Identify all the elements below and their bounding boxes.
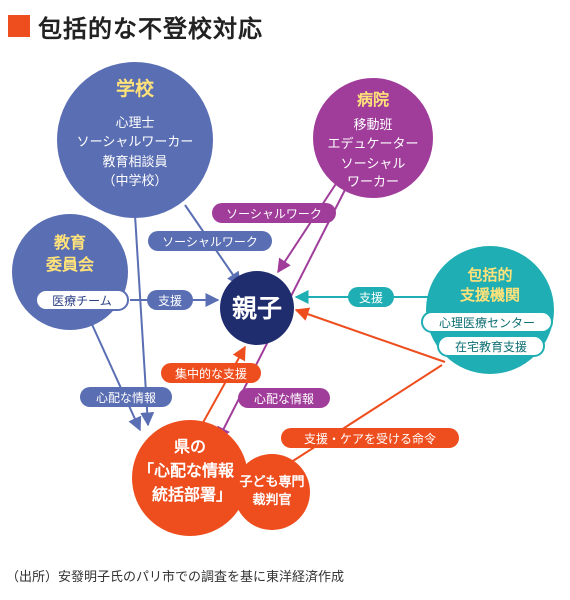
arrow-label-pills: ソーシャルワーク ソーシャルワーク 支援 支援 集中的な支援 心配な情報 心配な… — [80, 203, 459, 448]
school-item: ソーシャルワーカー — [77, 135, 194, 150]
label-concentrated-support: 集中的な支援 — [175, 366, 247, 381]
hospital-item: ワーカー — [347, 175, 399, 190]
label-social-work-school: ソーシャルワーク — [162, 235, 258, 249]
support-org-title-line: 支援機関 — [459, 286, 520, 304]
arrow-board-to-prefecture — [89, 319, 142, 432]
board-node: 教育 委員会 医療チーム — [12, 214, 129, 330]
arrow-prefecture-to-parent — [199, 345, 246, 429]
prefecture-line: 県の — [174, 437, 206, 456]
label-social-work-hospital: ソーシャルワーク — [226, 207, 322, 221]
board-tag: 医療チーム — [52, 294, 112, 308]
hospital-item: 移動班 — [353, 118, 392, 133]
parent-label: 親子 — [232, 294, 282, 323]
label-worry-info-hospital: 心配な情報 — [254, 392, 314, 406]
court-line: 裁判官 — [252, 492, 291, 508]
court-line: 子ども専門 — [239, 474, 304, 490]
prefecture-node: 県の 「心配な情報 統括部署」 — [132, 420, 248, 536]
title-marker — [8, 15, 30, 37]
court-node: 子ども専門 裁判官 — [234, 454, 310, 530]
support-org-node: 包括的 支援機関 心理医療センター 在宅教育支援 — [421, 246, 554, 374]
arrow-support-to-parent-orange — [294, 307, 446, 363]
prefecture-line: 「心配な情報 — [138, 461, 235, 480]
board-title-line: 委員会 — [45, 255, 94, 274]
hospital-item: ソーシャル — [341, 157, 406, 172]
school-item: 教育相談員 — [102, 154, 167, 170]
school-item: 心理士 — [115, 116, 154, 131]
label-worry-info-school: 心配な情報 — [96, 391, 156, 405]
parent-node: 親子 — [220, 271, 294, 345]
page-title: 包括的な不登校対応 — [38, 14, 263, 43]
support-org-tag: 在宅教育支援 — [455, 339, 527, 354]
label-support-org: 支援 — [359, 291, 383, 305]
hospital-title: 病院 — [357, 90, 389, 109]
support-org-title-line: 包括的 — [467, 266, 512, 284]
school-item: （中学校） — [102, 173, 167, 189]
hospital-item: エデュケーター — [327, 136, 418, 152]
hospital-node: 病院 移動班 エデュケーター ソーシャル ワーカー — [313, 78, 433, 198]
prefecture-line: 統括部署」 — [152, 485, 232, 504]
school-node: 学校 心理士 ソーシャルワーカー 教育相談員 （中学校） — [57, 62, 213, 218]
source-note: （出所）安發明子氏のパリ市での調査を基に東洋経済作成 — [6, 570, 345, 585]
label-support-board: 支援 — [158, 294, 182, 308]
support-org-tag: 心理医療センター — [439, 316, 535, 330]
board-title-line: 教育 — [54, 233, 86, 252]
title-row: 包括的な不登校対応 — [8, 10, 263, 43]
arrow-support-to-court — [281, 364, 443, 469]
label-court-order: 支援・ケアを受ける命令 — [304, 431, 436, 446]
school-title: 学校 — [116, 77, 155, 100]
